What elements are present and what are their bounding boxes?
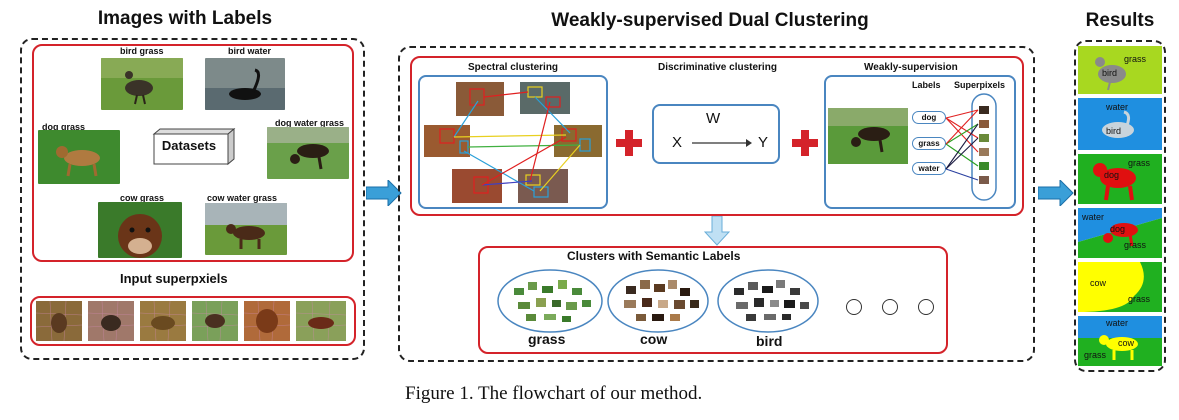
- cow-grass-photo: [98, 202, 182, 258]
- cluster-cow-ellipse: [607, 269, 709, 333]
- more-clusters-ellipsis: [846, 299, 934, 315]
- spectral-clustering-graph: [424, 82, 602, 203]
- weak-label-water: water: [912, 162, 946, 175]
- results-panel: [1074, 40, 1166, 372]
- image-label-cow-grass: cow grass: [120, 193, 165, 203]
- result2-label-bird: bird: [1106, 126, 1122, 136]
- weakly-supervision-label: Weakly-supervision: [864, 62, 958, 73]
- clusters-box: [478, 246, 948, 354]
- discriminative-clustering-box: [652, 104, 780, 164]
- spectral-clustering-label: Spectral clustering: [468, 62, 559, 73]
- middle-panel-title: Weakly-supervised Dual Clustering: [551, 10, 869, 31]
- result4-label-grass: grass: [1124, 240, 1147, 250]
- image-label-dog-water-grass: dog water grass: [275, 118, 345, 128]
- dual-clustering-panel: [398, 46, 1035, 362]
- cluster-label-cow: cow: [640, 331, 668, 347]
- image-label-bird-grass: bird grass: [120, 46, 164, 56]
- result1-label-bird: bird: [1102, 68, 1118, 78]
- results-title: Results: [1085, 10, 1155, 31]
- mapping-arrow: [692, 139, 752, 147]
- result-dog-water-grass: [1078, 208, 1162, 258]
- labeled-images-box: [32, 44, 354, 262]
- arrow-to-clusters: [704, 216, 730, 246]
- dog-grass-photo: [38, 130, 120, 184]
- result5-label-grass: grass: [1128, 294, 1151, 304]
- bird-grass-photo: [101, 58, 183, 110]
- weak-label-grass: grass: [912, 137, 946, 150]
- weak-supervision-box: [824, 75, 1016, 209]
- datasets-box-shape: [152, 128, 236, 166]
- spectral-clustering-box: [418, 75, 608, 209]
- plus-icon-1: [616, 130, 642, 156]
- result-cow-grass: [1078, 262, 1162, 312]
- cluster-bird-ellipse: [717, 269, 819, 333]
- matrix-w-label: W: [706, 110, 721, 127]
- images-with-labels-panel: [20, 38, 365, 360]
- result-bird-water: [1078, 98, 1162, 150]
- input-superpixels-title: Input superpxiels: [120, 271, 228, 286]
- result6-label-water: water: [1106, 318, 1129, 328]
- input-superpixels-box: [30, 296, 356, 346]
- result6-label-grass: grass: [1084, 350, 1107, 360]
- result-cow-water-grass: [1078, 316, 1162, 366]
- plus-icon-2: [792, 130, 818, 156]
- discriminative-clustering-label: Discriminative clustering: [658, 62, 777, 73]
- image-label-bird-water: bird water: [228, 46, 272, 56]
- result3-label-dog: dog: [1104, 170, 1120, 180]
- result2-label-water: water: [1106, 102, 1129, 112]
- superpixels-header: Superpixels: [954, 80, 1006, 90]
- result3-label-grass: grass: [1128, 158, 1151, 168]
- left-panel-title: Images with Labels: [97, 8, 273, 29]
- result1-label-grass: grass: [1124, 54, 1147, 64]
- input-superpixel-strip: [36, 301, 347, 341]
- result4-label-dog: dog: [1110, 224, 1126, 234]
- dog-water-grass-photo: [267, 127, 349, 179]
- cluster-label-bird: bird: [756, 333, 783, 349]
- result-dog-grass: [1078, 154, 1162, 204]
- datasets-label: Datasets: [161, 138, 217, 153]
- image-label-dog-grass: dog grass: [42, 122, 86, 132]
- clustering-methods-box: [410, 56, 1024, 216]
- result5-label-cow: cow: [1090, 278, 1107, 288]
- label-superpixel-links: [945, 93, 997, 201]
- bird-water-photo: [205, 58, 285, 110]
- labels-header: Labels: [912, 80, 941, 90]
- arrow-to-clustering: [366, 180, 402, 206]
- matrix-y-label: Y: [758, 134, 769, 151]
- weak-supervision-dog-photo: [828, 108, 908, 164]
- arrow-to-results: [1038, 180, 1074, 206]
- matrix-x-label: X: [672, 134, 683, 151]
- weak-label-dog: dog: [912, 111, 946, 124]
- clusters-title: Clusters with Semantic Labels: [567, 249, 741, 263]
- cluster-grass-ellipse: [497, 269, 603, 333]
- figure-caption: Figure 1. The flowchart of our method.: [405, 383, 703, 404]
- result-bird-grass: [1078, 46, 1162, 94]
- image-label-cow-water-grass: cow water grass: [207, 193, 278, 203]
- cow-water-grass-photo: [205, 203, 287, 255]
- result6-label-cow: cow: [1118, 338, 1135, 348]
- cluster-label-grass: grass: [528, 331, 566, 347]
- result4-label-water: water: [1082, 212, 1105, 222]
